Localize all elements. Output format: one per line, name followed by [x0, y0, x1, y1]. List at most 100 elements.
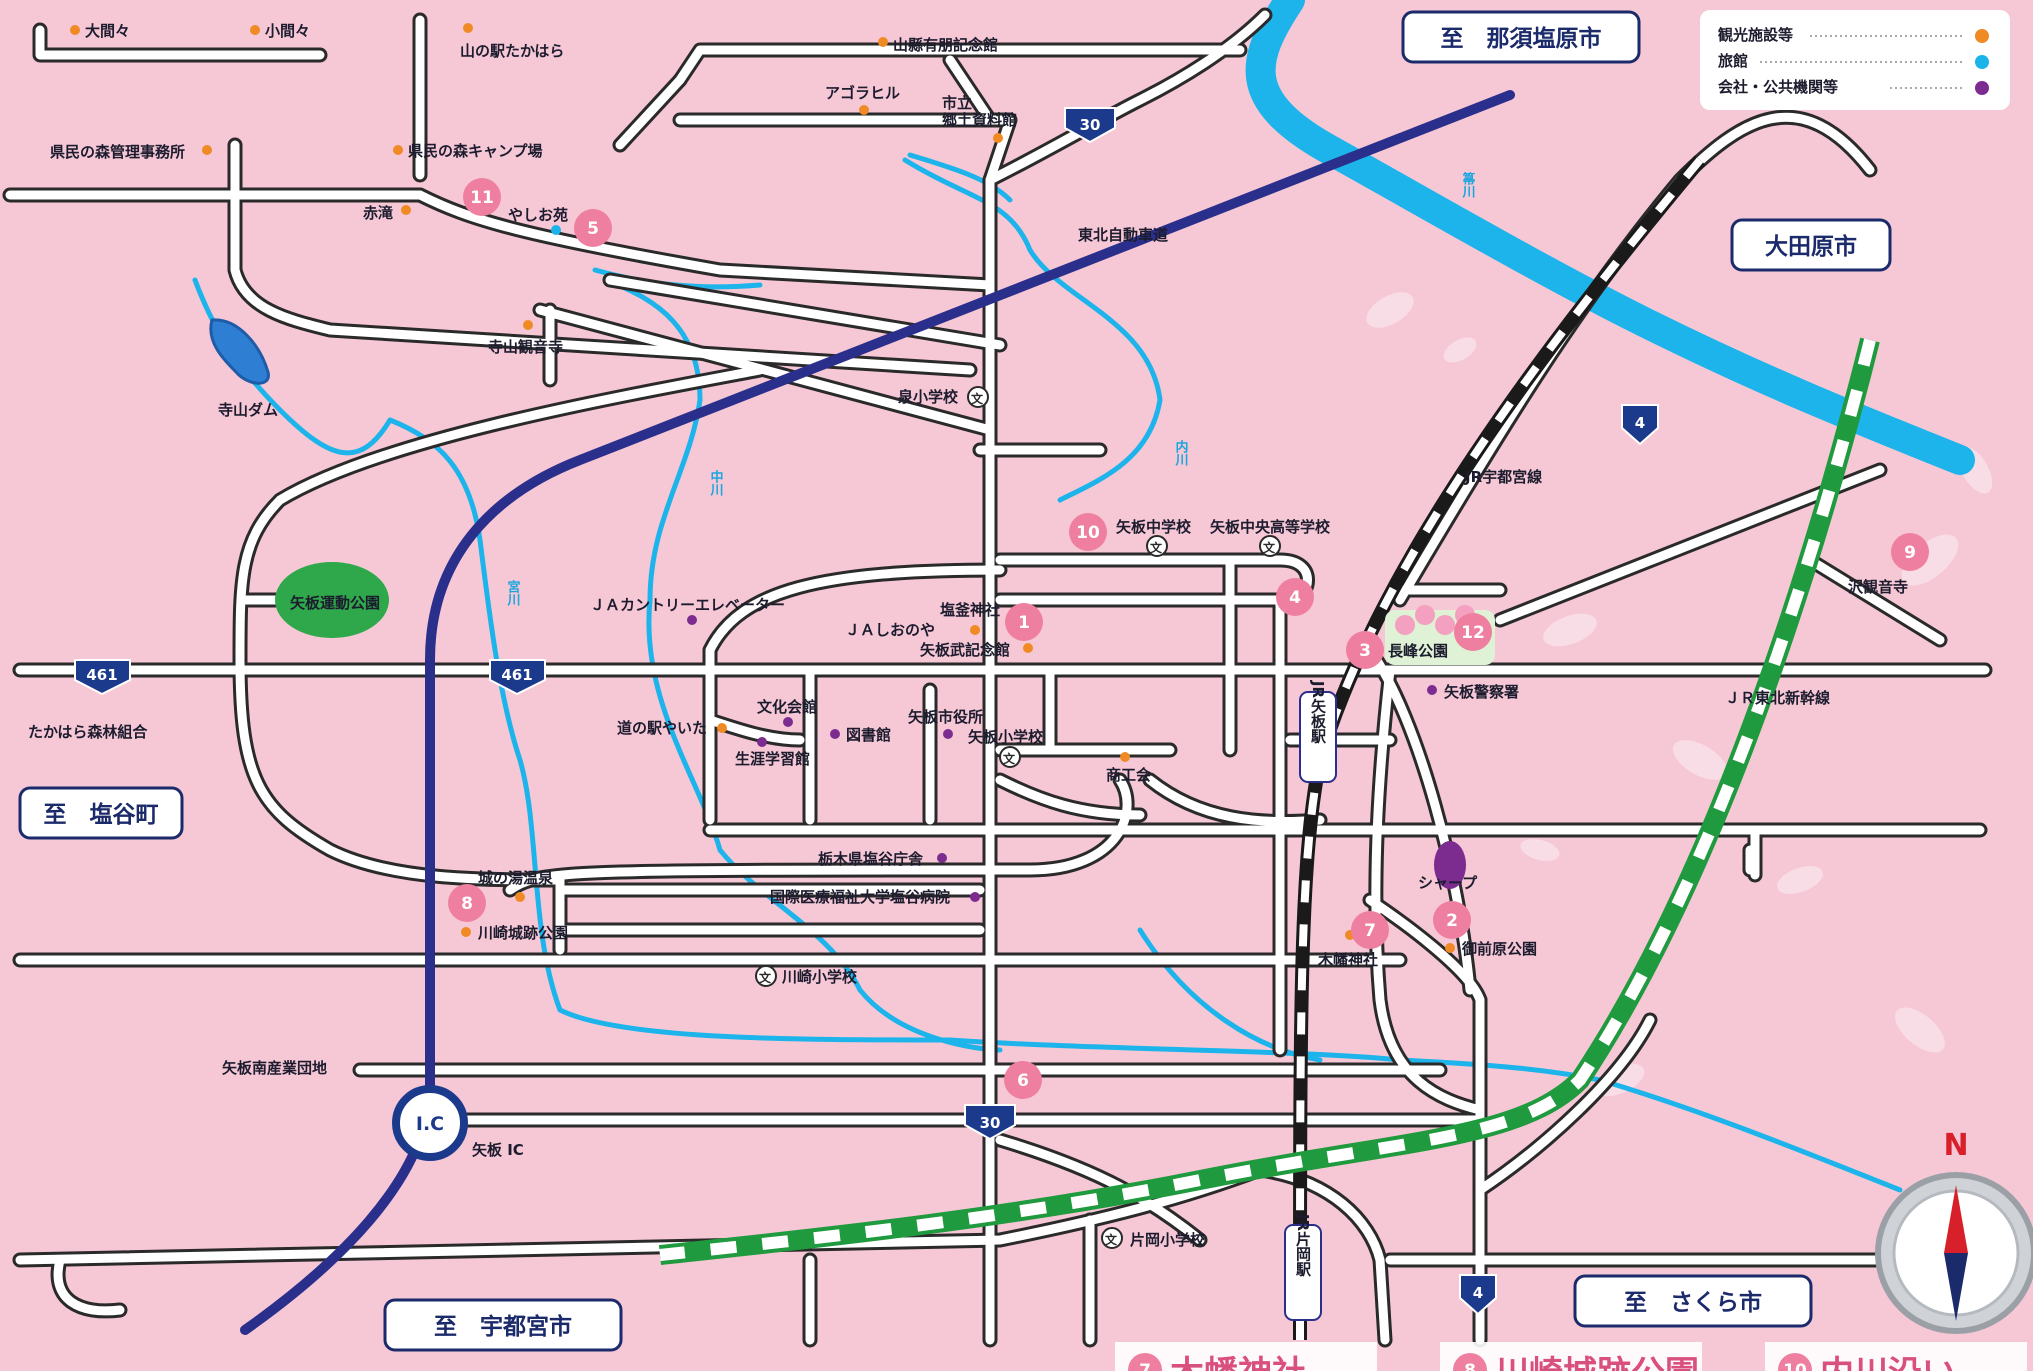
label-hospital: 国際医療福祉大学塩谷病院 — [770, 888, 950, 906]
sakura-spots: 1 2 3 4 5 6 7 8 9 10 11 12 — [448, 178, 1929, 1099]
label-kyodo-museum: 市立 — [942, 94, 972, 112]
east-stream — [1137, 927, 1323, 1063]
sakura-spot-12: 12 — [1454, 613, 1492, 651]
label-city-hall: 矢板市役所 — [908, 708, 983, 726]
label-police: 矢板警察署 — [1444, 683, 1519, 701]
route-4-south-badge: 4 — [1459, 1274, 1497, 1316]
svg-text:461: 461 — [86, 666, 117, 684]
route-30-south-badge: 30 — [964, 1104, 1016, 1141]
compass-needle-north — [1944, 1185, 1968, 1253]
svg-text:2: 2 — [1446, 911, 1458, 931]
label-ja-shionoya: ＪＡしおのや — [845, 621, 935, 639]
label-shiogama-shrine: 塩釜神社 — [940, 601, 1000, 619]
upper-tributary — [907, 152, 1013, 203]
label-miyakawa-river: 宮川 — [505, 579, 522, 606]
svg-text:6: 6 — [1017, 1071, 1029, 1091]
label-utsunomiya-line: JR宇都宮線 — [1464, 468, 1542, 486]
label-pref-office: 栃木県塩谷庁舎 — [818, 850, 924, 868]
school-icon: 文 — [755, 965, 777, 987]
bottom-label-uchikawa: 内川沿い — [1820, 1354, 1956, 1371]
svg-text:4: 4 — [1289, 588, 1301, 608]
nakagawa-lower — [717, 847, 1003, 1053]
station-kataoka: JR片岡駅 — [1284, 1213, 1322, 1321]
label-omama: 大間々 — [85, 22, 130, 40]
school-icons: 文 文 文 文 文 文 — [755, 386, 1281, 1249]
svg-text:9: 9 — [1904, 543, 1916, 563]
destination-sakura: 至 さくら市 — [1573, 1274, 1813, 1328]
destination-nasushiobara: 至 那須塩原市 — [1401, 10, 1641, 64]
destination-shioya: 至 塩谷町 — [18, 786, 184, 840]
route-4-north-badge: 4 — [1621, 404, 1659, 446]
svg-text:観光施設等: 観光施設等 — [1718, 26, 1793, 44]
svg-text:文: 文 — [1003, 751, 1016, 766]
rivers — [192, 0, 1975, 1193]
sakura-spot-7: 7 — [1351, 911, 1389, 949]
miyakawa-north — [387, 417, 483, 543]
hoki-river — [1245, 0, 1975, 475]
label-shogai: 生涯学習館 — [735, 750, 810, 768]
bottom-label-kiwata: 木幡神社 — [1169, 1354, 1306, 1371]
nakagawa-river — [602, 277, 723, 853]
label-shironoyu: 城の湯温泉 — [478, 869, 554, 887]
school-icon: 文 — [967, 386, 989, 408]
svg-text:10: 10 — [1783, 1361, 1807, 1371]
sakura-spot-2: 2 — [1433, 901, 1471, 939]
label-yamagata-memorial: 山縣有朋記念館 — [893, 36, 998, 54]
school-icon: 文 — [999, 746, 1021, 768]
label-kataoka-es: 片岡小学校 — [1130, 1231, 1206, 1249]
svg-text:文: 文 — [1263, 540, 1276, 555]
label-koma: 小間々 — [265, 22, 310, 40]
sakura-spot-5: 5 — [574, 209, 612, 247]
svg-text:至 さくら市: 至 さくら市 — [1624, 1289, 1762, 1316]
svg-text:5: 5 — [587, 219, 599, 239]
label-budokan: 矢板武記念館 — [920, 641, 1010, 659]
svg-text:12: 12 — [1461, 623, 1485, 643]
label-yaita-ic: 矢板 IC — [472, 1141, 524, 1159]
svg-text:文: 文 — [971, 391, 984, 406]
svg-text:JR片岡駅: JR片岡駅 — [1294, 1213, 1312, 1277]
svg-text:1: 1 — [1018, 613, 1030, 633]
label-kenmin-office: 県民の森管理事務所 — [50, 143, 185, 161]
destination-ohtawara: 大田原市 — [1730, 218, 1892, 272]
legend-item-company: 会社・公共機関等 — [1718, 78, 1989, 96]
sakura-spot-4: 4 — [1276, 578, 1314, 616]
label-sports-park: 矢板運動公園 — [290, 594, 380, 612]
label-sawa-kannon: 沢観音寺 — [1848, 578, 1908, 596]
school-icon: 文 — [1146, 535, 1168, 557]
sakura-spot-8: 8 — [448, 884, 486, 922]
label-akataki: 赤滝 — [363, 204, 393, 222]
svg-text:至 那須塩原市: 至 那須塩原市 — [1441, 25, 1602, 52]
svg-text:10: 10 — [1076, 523, 1100, 543]
svg-text:文: 文 — [1150, 540, 1163, 555]
svg-text:文: 文 — [759, 970, 772, 985]
sharp-factory — [1434, 841, 1466, 889]
label-uchikawa-river: 内川 — [1173, 439, 1190, 466]
svg-text:至 塩谷町: 至 塩谷町 — [44, 801, 159, 828]
svg-text:7: 7 — [1364, 921, 1376, 941]
route-30-north-badge: 30 — [1064, 107, 1116, 144]
label-yashioen: やしお苑 — [508, 206, 568, 224]
svg-text:会社・公共機関等: 会社・公共機関等 — [1718, 78, 1838, 96]
sakura-spot-6: 6 — [1004, 1061, 1042, 1099]
svg-text:30: 30 — [1080, 116, 1101, 134]
sakura-spot-9: 9 — [1891, 533, 1929, 571]
label-library: 図書館 — [846, 726, 891, 744]
school-icon: 文 — [1259, 535, 1281, 557]
route-461-west-badge: 461 — [74, 659, 131, 696]
school-icon: 文 — [1101, 1227, 1123, 1249]
label-shokokai: 商工会 — [1106, 766, 1151, 784]
label-kiwata-shrine: 木幡神社 — [1317, 951, 1378, 969]
river-labels: 箒川 内川 中川 宮川 — [505, 171, 1477, 606]
svg-text:461: 461 — [501, 666, 532, 684]
legend-item-ryokan: 旅館 — [1718, 52, 1989, 70]
label-takahara-forest: たかはら森林組合 — [28, 723, 148, 741]
label-nakagawa-river: 中川 — [708, 469, 725, 496]
svg-text:8: 8 — [1464, 1361, 1476, 1371]
label-expressway: 東北自動車道 — [1078, 226, 1168, 244]
svg-text:4: 4 — [1473, 1284, 1483, 1302]
svg-text:旅館: 旅館 — [1718, 52, 1748, 70]
route-badges: 30 30 461 461 4 4 — [74, 107, 1659, 1316]
label-izumi-school: 泉小学校 — [897, 388, 959, 406]
label-nagamine-park: 長峰公園 — [1388, 642, 1448, 660]
terayama-dam-lake — [209, 318, 270, 385]
